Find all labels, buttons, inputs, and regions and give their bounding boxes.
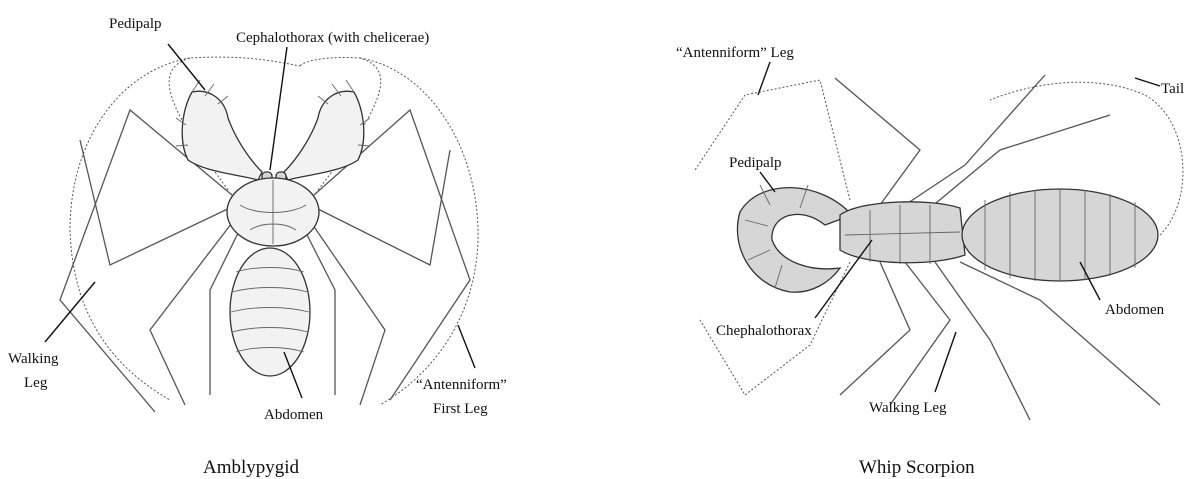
caption-whip-scorpion: Whip Scorpion <box>859 457 975 478</box>
leader-cephalothorax-amblypygid <box>270 47 287 170</box>
whip-scorpion-walking-leg-u2 <box>905 75 1045 205</box>
leader-pedipalp-amblypygid <box>168 44 205 90</box>
whip-scorpion-illustration <box>695 75 1183 420</box>
leader-tail-whip-scorpion <box>1135 78 1160 86</box>
label-antenniform-line1-amblypygid: “Antenniform” <box>416 377 507 393</box>
label-chephalothorax-whip-scorpion: Chephalothorax <box>716 323 812 339</box>
label-walking-leg-line2-amblypygid: Leg <box>24 375 48 391</box>
label-antenniform-line2-amblypygid: First Leg <box>433 401 488 417</box>
whip-scorpion-walking-leg-l1 <box>840 262 910 395</box>
label-walking-leg-whip-scorpion: Walking Leg <box>869 400 947 416</box>
label-walking-leg-line1-amblypygid: Walking <box>8 351 59 367</box>
label-abdomen-whip-scorpion: Abdomen <box>1105 302 1165 318</box>
whip-scorpion-walking-leg-u1 <box>835 78 920 205</box>
amblypygid-pedipalp-right <box>284 91 364 180</box>
caption-amblypygid: Amblypygid <box>203 457 300 478</box>
whip-scorpion-pedipalp <box>737 188 852 293</box>
amblypygid-walking-leg-r3 <box>306 215 385 405</box>
label-abdomen-amblypygid: Abdomen <box>264 407 324 423</box>
leader-walking-leg-whip-scorpion <box>935 332 956 392</box>
amblypygid-illustration <box>60 57 478 412</box>
label-tail-whip-scorpion: Tail <box>1161 81 1184 97</box>
label-pedipalp-whip-scorpion: Pedipalp <box>729 155 782 171</box>
whip-scorpion-walking-leg-l2 <box>890 262 950 405</box>
amblypygid-walking-leg-l3 <box>150 215 238 405</box>
label-antenniform-whip-scorpion: “Antenniform” Leg <box>676 45 794 61</box>
amblypygid-pedipalp-left <box>182 91 262 180</box>
leader-antenniform-amblypygid <box>458 325 475 368</box>
label-pedipalp-amblypygid: Pedipalp <box>109 16 162 32</box>
whip-scorpion-walking-leg-l4 <box>960 262 1160 405</box>
whip-scorpion-walking-leg-l3 <box>935 262 1030 420</box>
whip-scorpion-antenniform-leg-upper <box>695 80 850 200</box>
label-cephalothorax-amblypygid: Cephalothorax (with chelicerae) <box>236 30 429 46</box>
